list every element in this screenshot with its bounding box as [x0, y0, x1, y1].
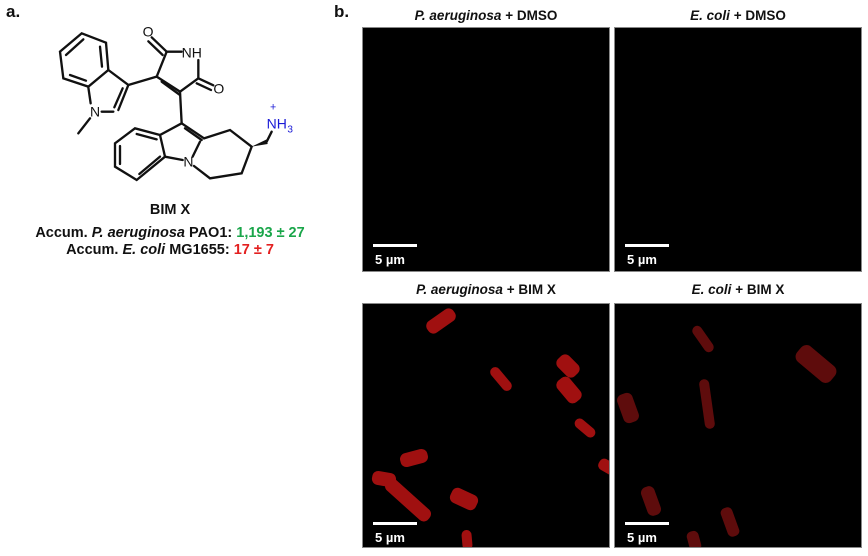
title-ec-bimx: E. coli + BIM X — [613, 282, 863, 297]
atom-nh3: NH — [267, 115, 287, 131]
species: P. aeruginosa — [414, 8, 502, 23]
title-pa-bimx: P. aeruginosa + BIM X — [361, 282, 611, 297]
treatment: + DMSO — [729, 8, 786, 23]
accum-prefix: Accum. — [66, 242, 123, 258]
treatment: + DMSO — [501, 8, 558, 23]
scale-bar — [373, 522, 417, 525]
micrograph-pa-bimx: 5 µm — [362, 303, 610, 548]
atom-n2: N — [183, 154, 193, 170]
accum-prefix: Accum. — [35, 225, 92, 241]
treatment: + BIM X — [731, 282, 785, 297]
micrograph-pa-dmso: 5 µm — [362, 27, 610, 272]
atom-o2: O — [213, 80, 224, 96]
bacterium — [384, 478, 432, 522]
bacterium — [400, 448, 428, 468]
accumulation-pa: Accum. P. aeruginosa PAO1: 1,193 ± 27 — [0, 225, 340, 241]
accum-value-high: 1,193 ± 27 — [236, 225, 305, 241]
title-pa-dmso: P. aeruginosa + DMSO — [361, 8, 611, 23]
scale-label: 5 µm — [375, 252, 405, 267]
compound-name: BIM X — [149, 202, 191, 218]
scale-bar — [373, 244, 417, 247]
bacterium — [449, 487, 479, 511]
treatment: + BIM X — [502, 282, 556, 297]
bacterium — [699, 379, 715, 429]
bacterium — [556, 354, 580, 378]
bacterium — [617, 392, 639, 424]
bacterium — [556, 376, 582, 404]
scale-bar — [625, 244, 669, 247]
scale-label: 5 µm — [627, 252, 657, 267]
strain: MG1655: — [165, 242, 234, 258]
micrograph-ec-bimx: 5 µm — [614, 303, 862, 548]
bacterium — [640, 486, 662, 516]
scale-bar — [625, 522, 669, 525]
bacterium — [692, 325, 714, 353]
species: P. aeruginosa — [416, 282, 503, 297]
micrograph-ec-dmso: 5 µm — [614, 27, 862, 272]
panel-a-label: a. — [6, 2, 21, 21]
atom-o1: O — [143, 24, 154, 40]
accum-value-low: 17 ± 7 — [233, 242, 274, 258]
bacterium — [598, 458, 609, 476]
cells-layer — [617, 325, 837, 547]
bacterium — [574, 418, 596, 438]
bacterium — [795, 345, 837, 383]
accumulation-ec: Accum. E. coli MG1655: 17 ± 7 — [0, 242, 340, 258]
species: E. coli — [122, 242, 166, 258]
species: P. aeruginosa — [91, 225, 185, 241]
title-ec-dmso: E. coli + DMSO — [613, 8, 863, 23]
bacterium — [720, 507, 740, 537]
species: E. coli — [690, 8, 730, 23]
species: E. coli — [691, 282, 732, 297]
cells-layer — [371, 308, 609, 547]
bacterium — [490, 367, 512, 391]
panel-b-label: b. — [334, 2, 350, 21]
strain: PAO1: — [184, 225, 237, 241]
atom-n1: N — [90, 104, 100, 120]
bacterium — [461, 530, 473, 547]
bacterium — [426, 308, 456, 334]
atom-nh3-subscript: 3 — [287, 125, 293, 136]
charge-plus: + — [270, 102, 276, 114]
scale-label: 5 µm — [375, 530, 405, 545]
scale-label: 5 µm — [627, 530, 657, 545]
bim-x-structure: O NH O N N NH 3 + — [58, 24, 293, 182]
atom-nh: NH — [182, 44, 202, 60]
bacterium — [686, 530, 702, 547]
